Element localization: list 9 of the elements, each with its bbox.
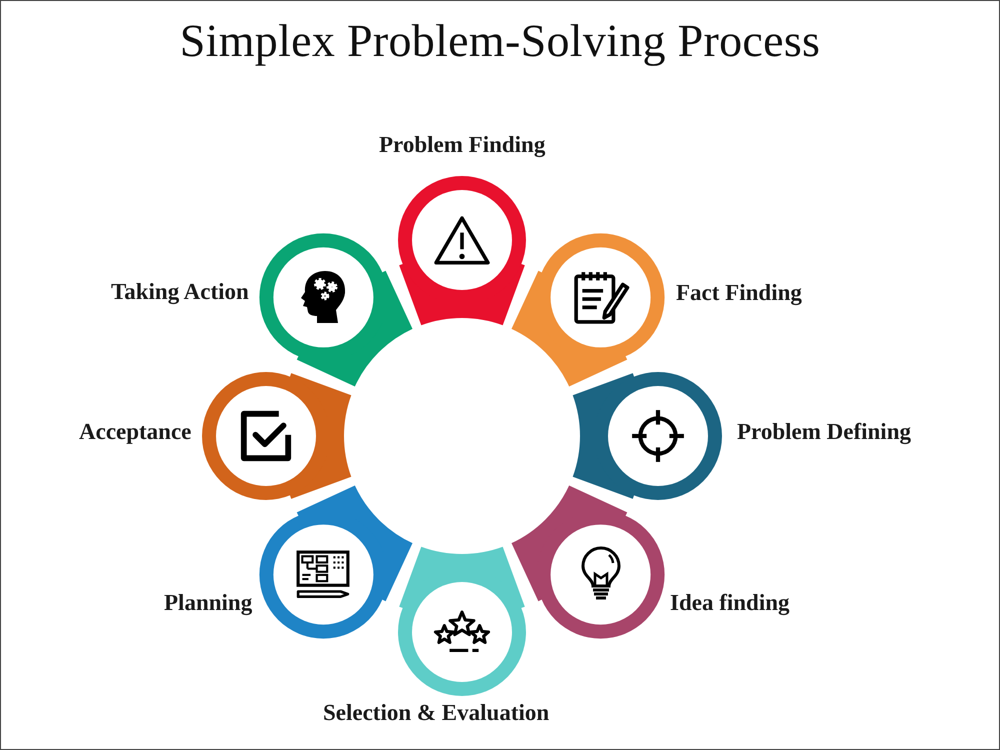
step-label: Problem Finding [379,132,546,158]
step-label: Selection & Evaluation [323,700,550,726]
step-label: Taking Action [111,279,249,306]
title: Simplex Problem-Solving Process [178,14,822,67]
step-label: Acceptance [79,419,192,446]
step-label: Idea finding [670,590,790,616]
step-label: Fact Finding [676,280,802,306]
step-label: Problem Defining [737,419,911,446]
step-label: Planning [164,590,252,616]
